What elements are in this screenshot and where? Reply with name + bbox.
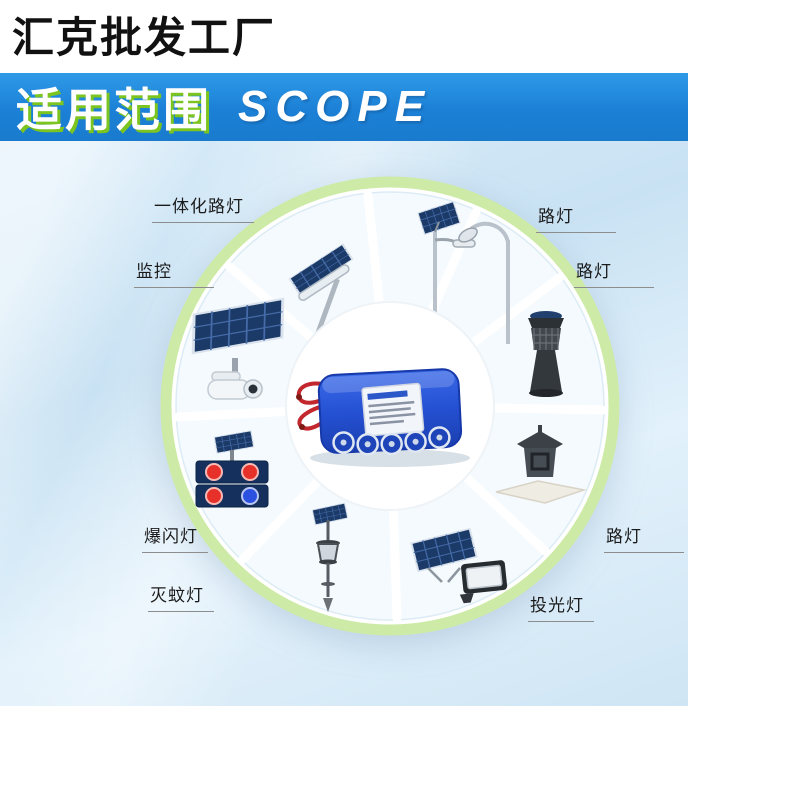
scope-banner: 适用范围 SCOPE xyxy=(0,73,688,141)
solar-cctv-camera-icon xyxy=(191,297,285,400)
solar-strobe-light-icon xyxy=(195,430,269,508)
banner-title-en: SCOPE xyxy=(238,82,433,131)
diagram-area: 一体化路灯 监控 路灯 路灯 路灯 投光灯 爆闪灯 灭蚊灯 xyxy=(0,141,688,706)
garden-stake-light-icon xyxy=(311,502,349,612)
label-flood-light: 投光灯 xyxy=(528,591,594,622)
lawn-light-icon xyxy=(528,311,564,397)
label-street-light-top: 路灯 xyxy=(536,202,616,233)
wall-lantern-icon xyxy=(495,425,587,504)
curved-arm-street-light-icon xyxy=(458,221,510,344)
label-mosquito-light: 灭蚊灯 xyxy=(148,581,214,612)
label-strobe-light: 爆闪灯 xyxy=(142,522,208,553)
scope-wheel-diagram xyxy=(160,176,620,636)
store-title: 汇克批发工厂 xyxy=(12,14,277,61)
header: 汇克批发工厂 xyxy=(0,0,800,72)
label-street-light-right: 路灯 xyxy=(574,257,654,288)
label-street-light-lower: 路灯 xyxy=(604,522,684,553)
solar-flood-light-icon xyxy=(410,527,508,604)
label-monitor: 监控 xyxy=(134,257,214,288)
lithium-battery-pack-icon xyxy=(296,368,470,467)
integrated-street-light-icon xyxy=(288,243,354,335)
label-integrated-street-light: 一体化路灯 xyxy=(152,192,254,223)
banner-title-cn: 适用范围 xyxy=(16,84,212,136)
